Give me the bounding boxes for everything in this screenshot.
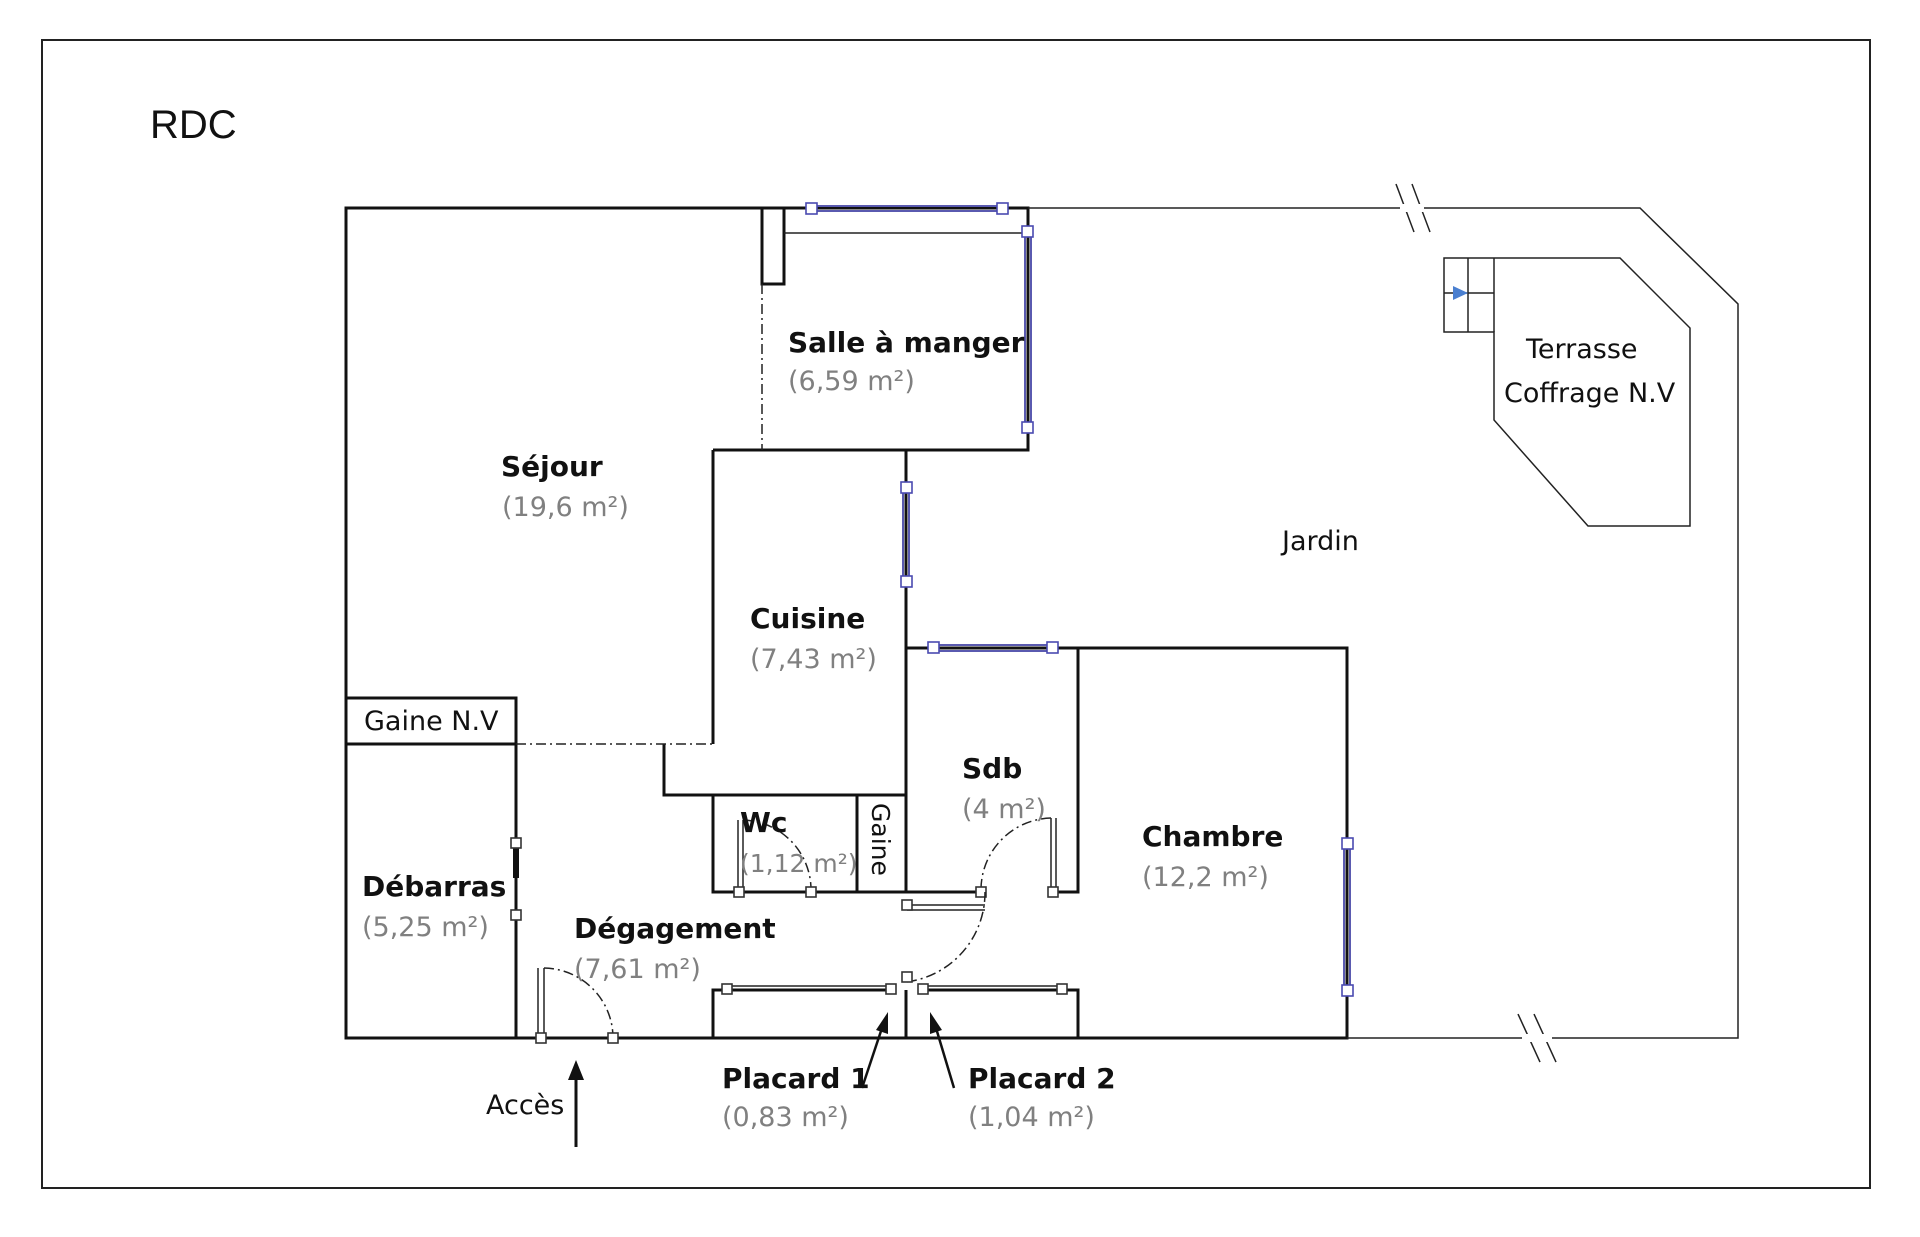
- room-name-wc: Wc: [740, 806, 787, 839]
- room-name-placard1: Placard 1: [722, 1062, 870, 1095]
- room-name-sdb: Sdb: [962, 752, 1022, 785]
- windows: [805, 202, 1354, 997]
- room-area-placard1: (0,83 m²): [722, 1102, 849, 1133]
- room-area-placard2: (1,04 m²): [968, 1102, 1095, 1133]
- room-area-salle: (6,59 m²): [788, 366, 915, 397]
- room-labels: Salle à manger (6,59 m²) Séjour (19,6 m²…: [362, 326, 1676, 1133]
- label-acces: Accès: [486, 1090, 564, 1121]
- room-area-chambre: (12,2 m²): [1142, 862, 1269, 893]
- room-name-salle: Salle à manger: [788, 326, 1025, 359]
- label-terrasse: Terrasse: [1525, 334, 1638, 365]
- page-frame: [41, 39, 1871, 1189]
- room-area-sdb: (4 m²): [962, 794, 1046, 825]
- room-name-cuisine: Cuisine: [750, 602, 865, 635]
- room-area-wc: (1,12 m²): [740, 849, 858, 878]
- room-name-degagement: Dégagement: [574, 912, 776, 945]
- room-area-cuisine: (7,43 m²): [750, 644, 877, 675]
- level-label: RDC: [150, 103, 237, 147]
- room-name-sejour: Séjour: [501, 450, 603, 483]
- room-area-degagement: (7,61 m²): [574, 954, 701, 985]
- access-arrow: [568, 1060, 584, 1147]
- room-area-sejour: (19,6 m²): [502, 492, 629, 523]
- label-gaine: Gaine: [866, 803, 895, 876]
- room-name-placard2: Placard 2: [968, 1062, 1116, 1095]
- room-name-chambre: Chambre: [1142, 820, 1283, 853]
- label-jardin: Jardin: [1280, 526, 1359, 557]
- walls: [344, 206, 1349, 1040]
- room-name-debarras: Débarras: [362, 870, 506, 903]
- placard-arrows: [860, 1012, 956, 1089]
- label-gaine-nv: Gaine N.V: [364, 706, 499, 737]
- label-coffrage: Coffrage N.V: [1504, 378, 1676, 409]
- garden-outline: [1028, 183, 1739, 1063]
- doors: [510, 817, 1068, 1044]
- room-area-debarras: (5,25 m²): [362, 912, 489, 943]
- open-separations: [516, 232, 1028, 745]
